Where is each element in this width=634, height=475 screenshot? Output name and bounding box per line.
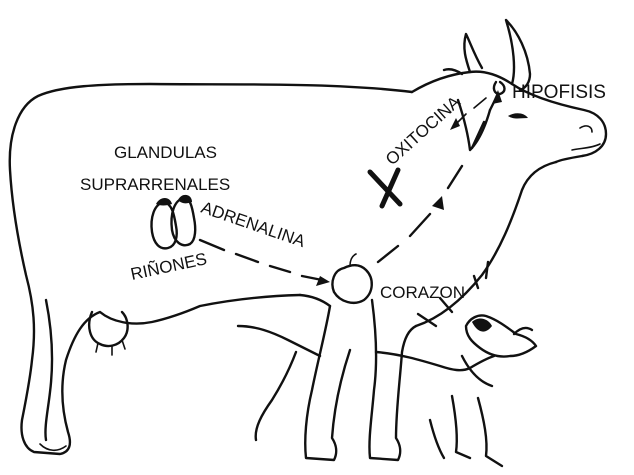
- x-mark-icon: [370, 170, 400, 206]
- cow-horn: [464, 34, 482, 72]
- cow-mouth: [572, 144, 600, 150]
- label-hipofisis: HIPOFISIS: [512, 82, 606, 103]
- arrow-icon: [450, 118, 460, 130]
- adrenal-gland: [156, 198, 172, 206]
- flow-arrows: [200, 90, 502, 286]
- cow-eye: [508, 113, 528, 118]
- pituitary-gland: [494, 82, 505, 94]
- label-corazon: CORAZON: [380, 283, 465, 302]
- adrenalina-flow-arrow: [200, 240, 322, 280]
- dog-front-leg: [478, 398, 502, 466]
- arrow-icon: [316, 276, 330, 286]
- label-adrenalina: ADRENALINA: [199, 198, 309, 252]
- label-oxitocina: OXITOCINA: [382, 92, 464, 169]
- cow-teat: [122, 340, 125, 349]
- dog-back: [376, 352, 470, 370]
- dog-tail: [238, 326, 320, 356]
- dog-front-leg: [452, 396, 470, 458]
- adrenal-gland: [178, 195, 192, 203]
- dog-body: [256, 352, 296, 440]
- cow-body-outline: [10, 84, 412, 454]
- dog-collar: [462, 356, 492, 386]
- cow-front-leg: [369, 300, 416, 460]
- cow-neck: [444, 69, 462, 74]
- cow-horn: [506, 20, 530, 90]
- arrow-icon: [432, 196, 444, 210]
- cow-front-leg: [305, 306, 350, 460]
- dog-ear: [514, 328, 532, 334]
- cow-hind-hoof: [40, 444, 66, 450]
- label-rinones: RIÑONES: [129, 249, 209, 284]
- dog-mouth: [472, 319, 492, 332]
- cow-nostril: [580, 126, 592, 132]
- cow-teat: [96, 343, 98, 352]
- bark-mark: [486, 262, 488, 278]
- label-glandulas-line1: GLANDULAS: [114, 143, 217, 162]
- dog-hind-leg: [430, 420, 444, 458]
- label-glandulas-line2: SUPRARRENALES: [80, 175, 230, 194]
- dog-neck: [470, 356, 494, 368]
- heart: [332, 265, 371, 303]
- cow-hind-leg-inner: [45, 300, 52, 440]
- cow-belly: [300, 295, 330, 306]
